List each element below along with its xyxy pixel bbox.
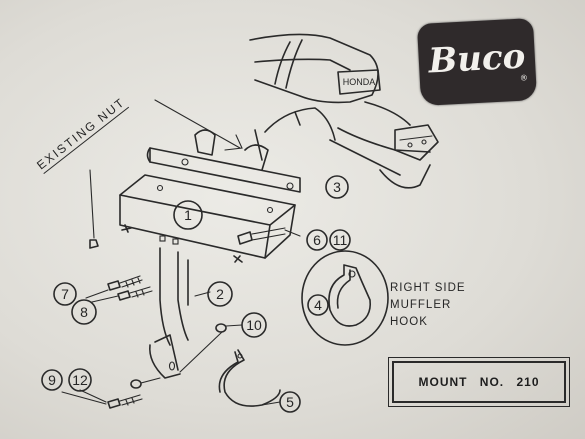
hook-caption-line-3: HOOK — [390, 316, 428, 328]
callout-1: 1 — [184, 207, 192, 223]
callout-2: 2 — [216, 286, 224, 302]
hook-caption-line-2: MUFFLER — [390, 299, 452, 311]
callout-6: 6 — [313, 232, 321, 248]
part-4-hook — [301, 250, 389, 346]
callout-7: 7 — [61, 286, 69, 302]
hardware-9-10-12 — [61, 312, 267, 409]
bolt-6-11 — [237, 227, 301, 245]
nut-leaders — [89, 99, 243, 249]
callout-5: 5 — [286, 394, 294, 410]
mount-number-box: MOUNT NO. 210 — [388, 357, 570, 407]
hook-caption: RIGHT SIDE MUFFLER HOOK — [390, 280, 500, 331]
callout-10: 10 — [246, 317, 262, 333]
callout-11: 11 — [333, 232, 348, 248]
screws-7-8 — [85, 275, 153, 303]
callout-3: 3 — [333, 179, 341, 195]
callout-12: 12 — [72, 372, 88, 388]
logo-text: Buco — [427, 36, 527, 82]
part-2-strut — [148, 247, 211, 379]
callout-circles — [41, 175, 351, 392]
part-5-clip — [218, 349, 301, 413]
registered-mark: ® — [519, 73, 529, 83]
mount-label: MOUNT NO. 210 — [418, 375, 540, 389]
part-1-bracket — [119, 174, 296, 263]
callout-4: 4 — [314, 297, 322, 313]
frame-rails — [264, 101, 439, 189]
callout-8: 8 — [80, 304, 88, 320]
callout-9: 9 — [48, 372, 56, 388]
buco-logo: Buco ® — [416, 18, 538, 106]
seat-label: HONDA — [343, 77, 376, 87]
honda-seat: HONDA — [249, 33, 381, 104]
hook-caption-line-1: RIGHT SIDE — [390, 282, 466, 294]
